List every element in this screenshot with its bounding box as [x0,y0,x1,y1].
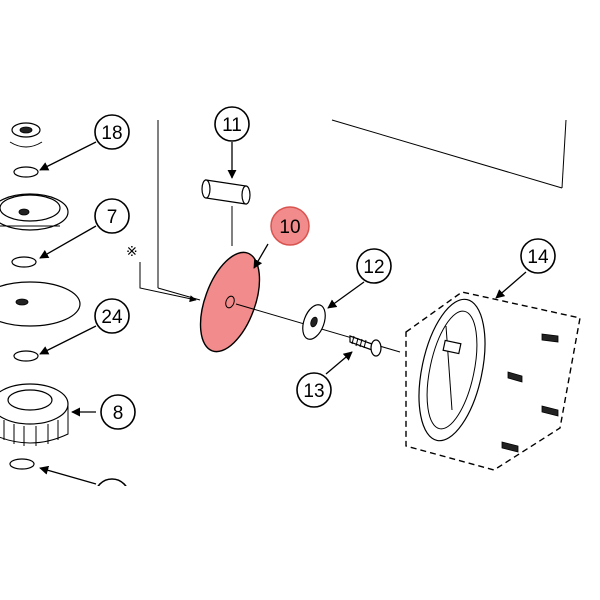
callout-24: 24 [94,298,130,334]
part-7-gear [0,193,69,268]
callout-14: 14 [520,238,556,274]
left-leaders [39,141,97,485]
part-8-drum [0,383,69,470]
callout-13: 13 [296,372,332,408]
svg-text:13: 13 [303,381,324,402]
part-24-plate [0,281,81,362]
cover-screws [501,333,559,453]
callout-27: 27 [90,478,134,516]
part-11-pin [201,142,251,246]
part-12-washer [302,281,365,340]
svg-text:24: 24 [101,307,123,328]
callout-10-highlighted: 10 [270,206,310,246]
part-13-screw [325,335,382,375]
reference-mark: ※ [126,243,138,259]
part-18-nut [9,122,43,178]
svg-text:10: 10 [279,217,300,238]
reference-arrow: ※ [126,243,197,303]
part-14-cover [405,271,581,471]
svg-text:14: 14 [527,247,549,268]
callout-18: 18 [94,114,130,150]
svg-text:11: 11 [222,115,242,136]
svg-text:12: 12 [363,257,384,278]
callout-7: 7 [94,198,130,234]
svg-text:8: 8 [113,403,124,424]
callout-11: 11 [214,106,250,142]
callout-8: 8 [100,394,136,430]
svg-text:7: 7 [107,207,118,228]
callout-12: 12 [356,248,392,284]
svg-text:18: 18 [101,123,122,144]
